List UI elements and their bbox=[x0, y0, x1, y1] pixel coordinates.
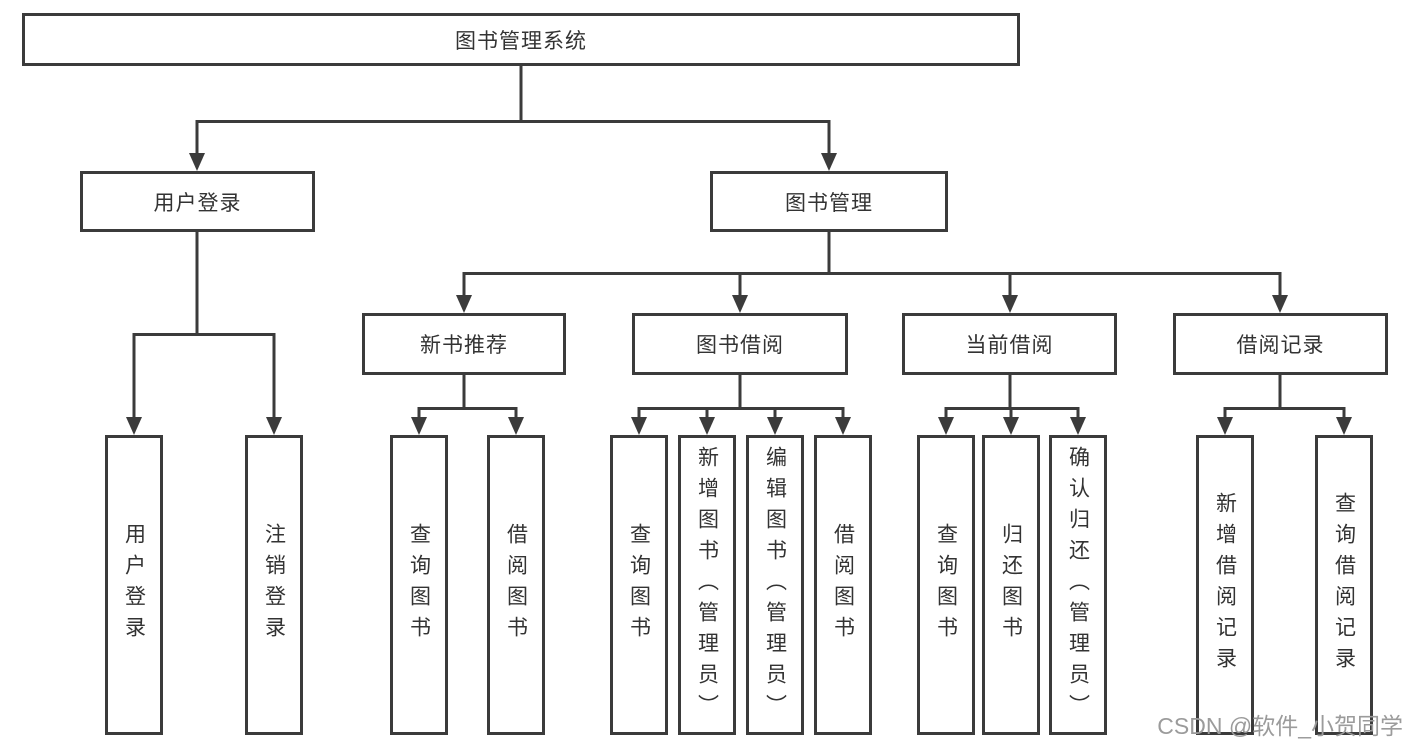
leaf-borrow-books-recommend: 借阅图书 bbox=[487, 435, 545, 735]
leaf-user-login: 用户登录 bbox=[105, 435, 163, 735]
node-label: 新增借阅记录 bbox=[1213, 492, 1237, 678]
node-current-borrowing: 当前借阅 bbox=[902, 313, 1117, 375]
node-user-login: 用户登录 bbox=[80, 171, 315, 232]
node-library-system: 图书管理系统 bbox=[22, 13, 1020, 66]
node-label: 当前借阅 bbox=[965, 334, 1054, 357]
leaf-add-borrow-record: 新增借阅记录 bbox=[1196, 435, 1254, 735]
node-label: 新增图书（管理员） bbox=[695, 445, 719, 725]
node-label: 查询借阅记录 bbox=[1332, 492, 1356, 678]
node-label: 用户登录 bbox=[122, 523, 146, 647]
node-label: 借阅记录 bbox=[1236, 334, 1325, 357]
watermark: CSDN @软件_小贺同学 bbox=[1157, 713, 1403, 739]
node-label: 编辑图书（管理员） bbox=[763, 445, 787, 725]
node-label: 注销登录 bbox=[262, 523, 286, 647]
leaf-add-books-admin: 新增图书（管理员） bbox=[678, 435, 736, 735]
node-new-book-recommend: 新书推荐 bbox=[362, 313, 566, 375]
leaf-confirm-return-admin: 确认归还（管理员） bbox=[1049, 435, 1107, 735]
node-label: 归还图书 bbox=[999, 523, 1023, 647]
node-label: 用户登录 bbox=[153, 191, 242, 215]
arrowheads bbox=[126, 153, 1352, 435]
node-label: 查询图书 bbox=[934, 523, 958, 647]
leaf-logout: 注销登录 bbox=[245, 435, 303, 735]
leaf-query-books-borrow: 查询图书 bbox=[610, 435, 668, 735]
node-label: 借阅图书 bbox=[504, 523, 528, 647]
leaf-edit-books-admin: 编辑图书（管理员） bbox=[746, 435, 804, 735]
node-label: 新书推荐 bbox=[420, 334, 508, 357]
node-label: 确认归还（管理员） bbox=[1066, 445, 1090, 725]
node-book-borrowing: 图书借阅 bbox=[632, 313, 848, 375]
leaf-return-books: 归还图书 bbox=[982, 435, 1040, 735]
node-label: 图书管理 bbox=[785, 191, 873, 215]
leaf-query-books-recommend: 查询图书 bbox=[390, 435, 448, 735]
leaf-query-books-current: 查询图书 bbox=[917, 435, 975, 735]
node-label: 借阅图书 bbox=[831, 523, 855, 647]
node-label: 查询图书 bbox=[407, 523, 431, 647]
node-book-management: 图书管理 bbox=[710, 171, 948, 232]
leaf-query-borrow-record: 查询借阅记录 bbox=[1315, 435, 1373, 735]
leaf-borrow-books-borrow: 借阅图书 bbox=[814, 435, 872, 735]
node-label: 图书管理系统 bbox=[455, 29, 587, 53]
node-label: 图书借阅 bbox=[696, 334, 784, 357]
node-label: 查询图书 bbox=[627, 523, 651, 647]
node-borrowing-records: 借阅记录 bbox=[1173, 313, 1388, 375]
